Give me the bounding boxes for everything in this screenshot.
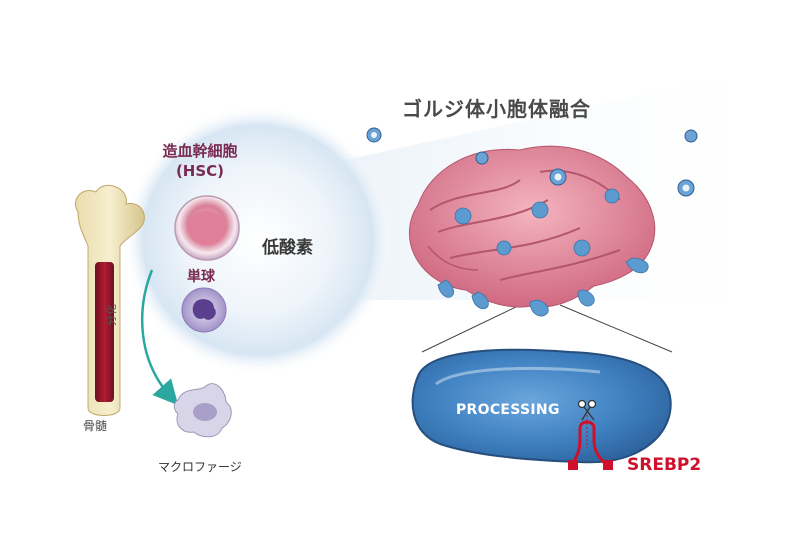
hsc-label-jp: 造血幹細胞 xyxy=(162,142,238,160)
srebp2-domain-right xyxy=(603,460,613,470)
hsc-label: 造血幹細胞 (HSC) xyxy=(156,141,244,181)
macrophage-label: マクロファージ xyxy=(158,460,242,474)
zoom-line-left xyxy=(421,304,521,353)
hsc-cell-icon xyxy=(174,195,240,261)
golgi-er-fusion-title: ゴルジ体小胞体融合 xyxy=(402,97,591,121)
hypoxia-label: 低酸素 xyxy=(262,238,313,258)
bone-icon xyxy=(74,184,145,416)
bone-marrow-label: 骨髄 xyxy=(83,419,108,433)
macrophage-icon xyxy=(173,383,232,438)
monocyte-icon xyxy=(181,287,227,333)
srebp2-label: SREBP2 xyxy=(627,455,702,475)
processing-capsule xyxy=(411,348,672,464)
zoom-line-right xyxy=(559,304,673,353)
golgi-vesicles xyxy=(437,188,649,317)
processing-label: PROCESSING xyxy=(456,402,560,418)
differentiation-label: 分化 xyxy=(105,304,118,326)
srebp2-domain-left xyxy=(568,460,578,470)
golgi-er-icon xyxy=(409,145,656,308)
differentiation-arrow xyxy=(140,269,179,406)
scissors-icon xyxy=(577,399,597,421)
floating-vesicles xyxy=(366,127,698,197)
hsc-label-abbr: (HSC) xyxy=(175,162,225,180)
monocyte-label: 単球 xyxy=(187,269,215,285)
